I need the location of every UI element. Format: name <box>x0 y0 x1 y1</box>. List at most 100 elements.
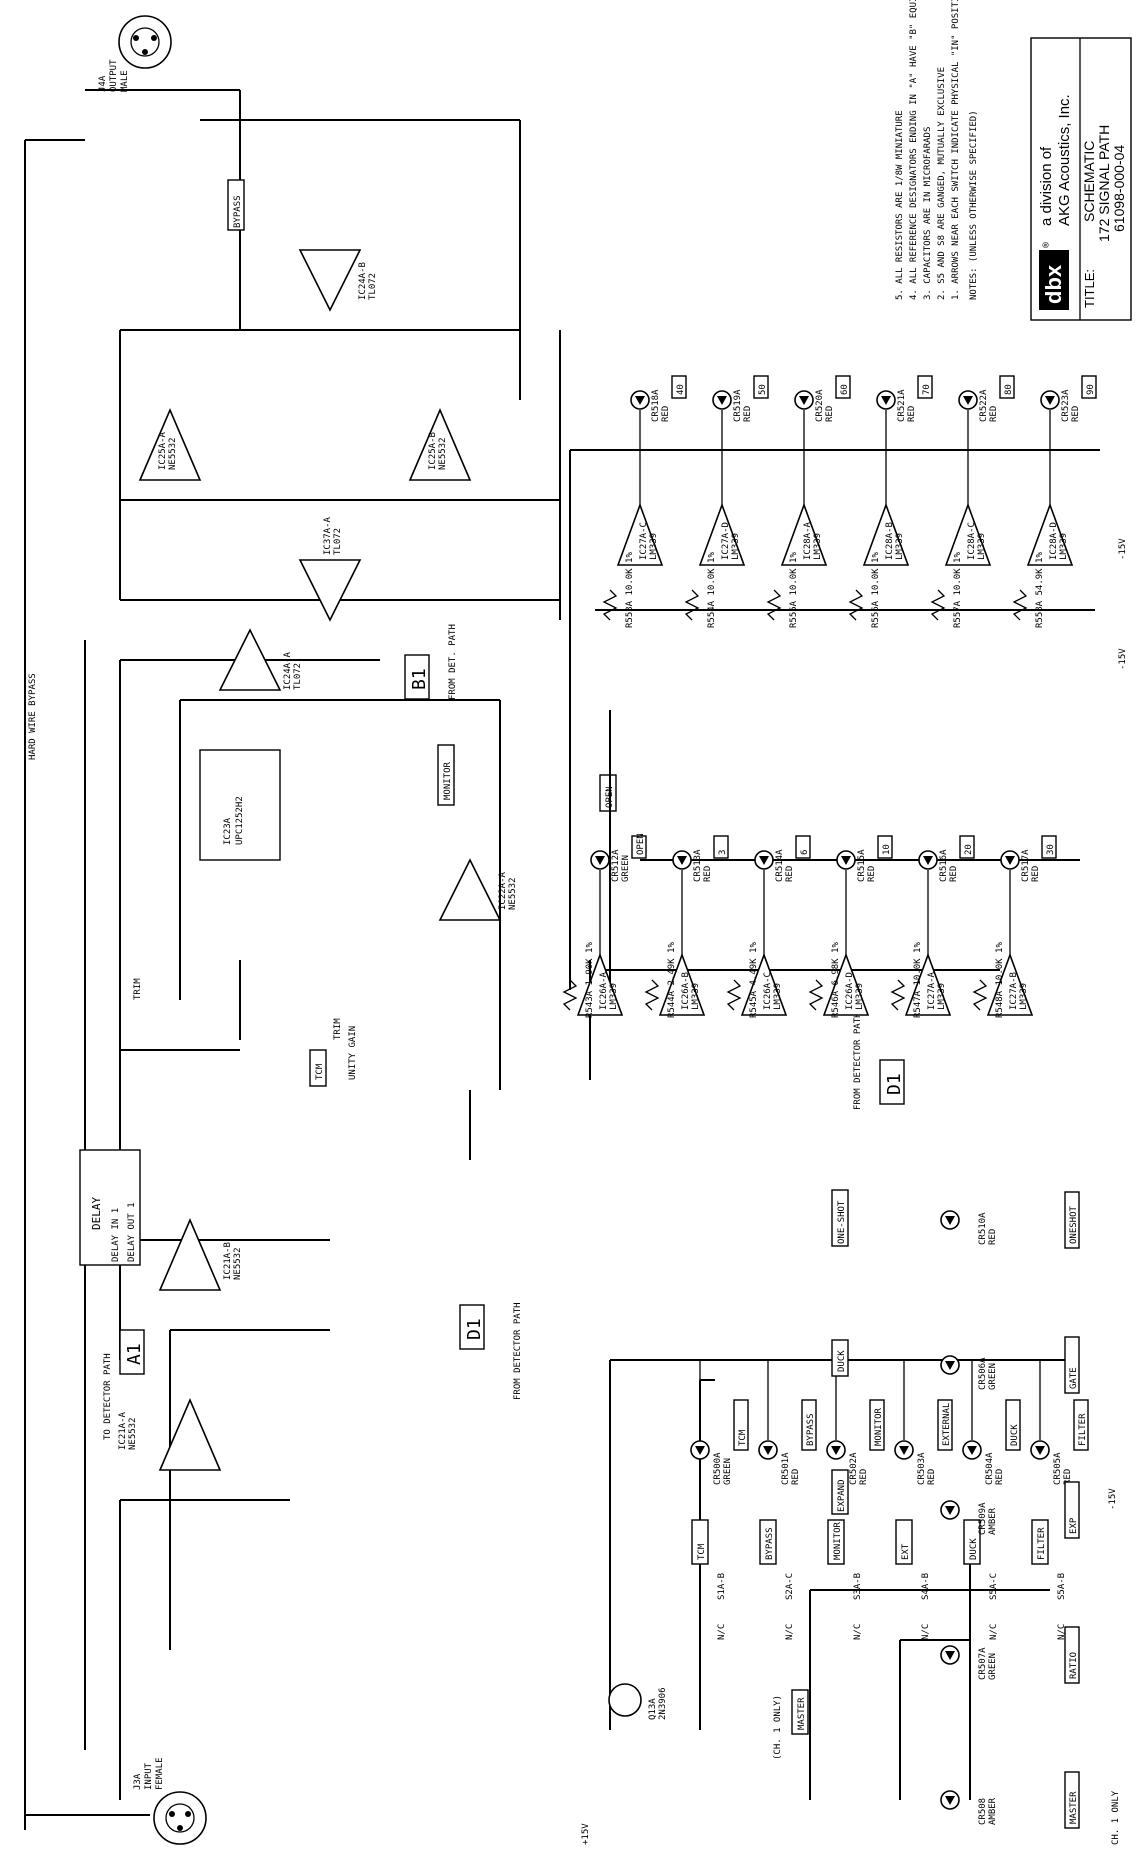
j4a-label: J4A <box>98 75 108 92</box>
hard-wire-bypass: HARD WIRE BYPASS <box>28 673 38 760</box>
db-label-cr516a: 20 <box>964 844 974 855</box>
comparator-ref-ic26a-c: IC26A-C <box>763 972 773 1010</box>
tcm-label: TCM <box>315 1063 325 1080</box>
comparator-ref-ic26a-a: IC26A-A <box>599 971 609 1010</box>
db-box-2 <box>795 835 811 859</box>
note-4: 4. ALL REFERENCE DESIGNATORS ENDING IN "… <box>909 0 919 300</box>
j4a-label-2: OUTPUT <box>109 59 119 92</box>
led-color-cr517a: RED <box>1031 866 1041 882</box>
j3a-label-3: FEMALE <box>155 1757 165 1790</box>
comparator-ref-ic26a-d: IC26A-D <box>845 972 855 1010</box>
switch-nc-3: N/C <box>921 1624 931 1640</box>
led-ref-cr517a: CR517A <box>1021 849 1031 882</box>
comparator-part-ic26a-b: LM339 <box>691 983 701 1010</box>
j4a-label-3: MALE <box>120 70 130 92</box>
comparator-part-ic27a-c: LM339 <box>649 533 659 560</box>
led-ref-cr513a: CR513A <box>693 849 703 882</box>
db-box-1 <box>713 835 729 859</box>
svg-text:IC22A-A: IC22A-A <box>498 871 508 910</box>
led-diode-cr514a <box>759 856 769 865</box>
db-label-cr520a: 60 <box>840 384 850 395</box>
led-color-cr520a: RED <box>825 406 835 422</box>
switch-box-5 <box>1031 1519 1049 1565</box>
comparator-ref-ic27a-d: IC27A-D <box>721 522 731 560</box>
status-led-color-cr504a: RED <box>995 1469 1005 1485</box>
db-box-2 <box>835 375 851 399</box>
bottom-panel-label-4: ONESHOT <box>1069 1205 1079 1244</box>
status-led-ref-cr508: CR508 <box>978 1798 988 1825</box>
status-led-ref-cr507a: CR507A <box>978 1647 988 1680</box>
comparator-part-ic28a-d: LM339 <box>1059 533 1069 560</box>
led-diode-cr518a <box>635 396 645 405</box>
switch-box-0 <box>691 1519 709 1565</box>
status-led-diode-cr501a <box>763 1446 773 1455</box>
switch-ref-1: S2A-C <box>785 1573 795 1600</box>
comparator-ic27a-b <box>986 952 1034 1016</box>
led-color-cr515a: RED <box>867 866 877 882</box>
status-led-diode-cr509a <box>945 1506 955 1515</box>
bottom-panel-box-3 <box>1064 1336 1080 1394</box>
panel-label-3: EXTERNAL <box>942 1403 952 1446</box>
comparator-ic28a-a <box>780 502 828 566</box>
title-block: dbx ® a division of AKG Acoustics, Inc. … <box>1030 37 1132 321</box>
comparator-part-ic27a-d: LM339 <box>731 533 741 560</box>
note-1: 1. ARROWS NEAR EACH SWITCH INDICATE PHYS… <box>951 0 961 300</box>
svg-text:IC21A-A: IC21A-A <box>118 1411 128 1450</box>
db-label-cr521a: 70 <box>922 384 932 395</box>
db-box-5 <box>1081 375 1097 399</box>
resistor-label-lower-row-5: R548A 10.0K 1% <box>995 942 1005 1018</box>
status-led-diode-cr505a <box>1035 1446 1045 1455</box>
led-color-cr523a: RED <box>1071 406 1081 422</box>
status-led-ref-cr502a: CR502A <box>849 1452 859 1485</box>
led-color-cr514a: RED <box>785 866 795 882</box>
panel-box-5 <box>1073 1399 1089 1451</box>
resistor-label-lower-row-3: R546A 6.98K 1% <box>831 942 841 1018</box>
comparator-ref-ic28a-a: IC28A-A <box>803 521 813 560</box>
comparator-ic28a-b <box>862 502 910 566</box>
switch-box-4 <box>963 1519 981 1565</box>
switch-name-1: BYPASS <box>765 1527 775 1560</box>
resistor-label-lower-row-4: R547A 10.0K 1% <box>913 942 923 1018</box>
led-ref-cr519a: CR519A <box>733 389 743 422</box>
delay-out: DELAY OUT 1 <box>127 1202 137 1262</box>
led-ref-cr515a: CR515A <box>857 849 867 882</box>
svg-text:IC21A-B: IC21A-B <box>223 1242 233 1280</box>
db-label-cr518a: 40 <box>676 384 686 395</box>
comparator-ic26a-c <box>740 952 788 1016</box>
comparator-ref-ic28a-c: IC28A-C <box>967 522 977 560</box>
led-ref-cr523a: CR523A <box>1061 389 1071 422</box>
resistor-label-lower-row-0: R543A 1.90K 1% <box>585 942 595 1018</box>
status-led-ref-cr509a: CR509A <box>978 1502 988 1535</box>
db-label-cr517a: 30 <box>1046 844 1056 855</box>
comparator-part-ic26a-d: LM339 <box>855 983 865 1010</box>
resistor-label-upper-row-3: R556A 10.0K 1% <box>871 552 881 628</box>
db-box-3 <box>877 835 893 859</box>
switch-ref-0: S1A-B <box>717 1573 727 1600</box>
resistor-lower-row-4 <box>890 979 906 1011</box>
led-ref-cr522a: CR522A <box>979 389 989 422</box>
svg-text:TL072: TL072 <box>368 273 378 300</box>
status-led-color-cr506a: GREEN <box>988 1363 998 1390</box>
status-led-color-cr501a: RED <box>791 1469 801 1485</box>
comparator-ic26a-b <box>658 952 706 1016</box>
switch-name-4: DUCK <box>969 1538 979 1560</box>
svg-text:IC25A-B: IC25A-B <box>428 432 438 470</box>
resistor-label-lower-row-2: R545A 4.49K 1% <box>749 942 759 1018</box>
svg-text:2N3906: 2N3906 <box>658 1687 668 1720</box>
db-label-cr523a: 90 <box>1086 384 1096 395</box>
panel-box-4 <box>1005 1399 1021 1451</box>
notes-header: NOTES: (UNLESS OTHERWISE SPECIFIED) <box>969 110 979 300</box>
status-led-color-cr502a: RED <box>859 1469 869 1485</box>
led-diode-cr516a <box>923 856 933 865</box>
switch-nc-1: N/C <box>785 1624 795 1640</box>
ch1-only-label-2: CH. 1 ONLY <box>1111 1790 1121 1845</box>
switch-box-1 <box>759 1519 777 1565</box>
db-box-4 <box>959 835 975 859</box>
resistor-label-upper-row-1: R554A 10.0K 1% <box>707 552 717 628</box>
resistor-lower-row-0 <box>562 979 578 1011</box>
delay-block: DELAY DELAY IN 1 DELAY OUT 1 <box>79 1149 141 1266</box>
